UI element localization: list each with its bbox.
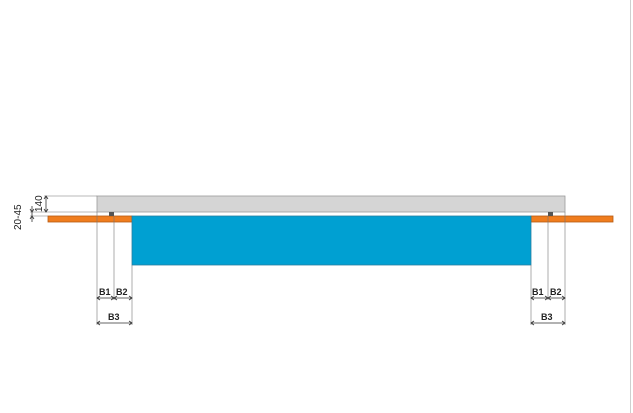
dim-arrows-left-b3 bbox=[96, 320, 133, 326]
dim-label-right-b3: B3 bbox=[541, 312, 553, 322]
dim-arrows-ceiling-gap bbox=[29, 208, 35, 220]
dim-label-right-b1: B1 bbox=[532, 287, 544, 297]
ceiling-strip-left bbox=[47, 215, 133, 223]
dim-label-right-b2: B2 bbox=[550, 287, 562, 297]
seal-left bbox=[109, 212, 114, 216]
top-panel bbox=[96, 195, 566, 213]
dim-label-left-b1: B1 bbox=[99, 287, 111, 297]
dim-label-panel-height: 140 bbox=[34, 195, 45, 212]
seal-right bbox=[548, 212, 553, 216]
dim-arrows-left-b1-b2 bbox=[96, 295, 133, 301]
dim-arrows-panel-height bbox=[43, 195, 49, 213]
dim-label-ceiling-gap: 20-45 bbox=[13, 204, 24, 230]
dim-arrows-right-b3 bbox=[530, 320, 566, 326]
duct-body bbox=[131, 215, 532, 266]
dim-label-left-b2: B2 bbox=[116, 287, 128, 297]
dim-arrows-right-b1-b2 bbox=[530, 295, 566, 301]
ceiling-strip-right bbox=[530, 215, 614, 223]
dim-label-left-b3: B3 bbox=[108, 312, 120, 322]
